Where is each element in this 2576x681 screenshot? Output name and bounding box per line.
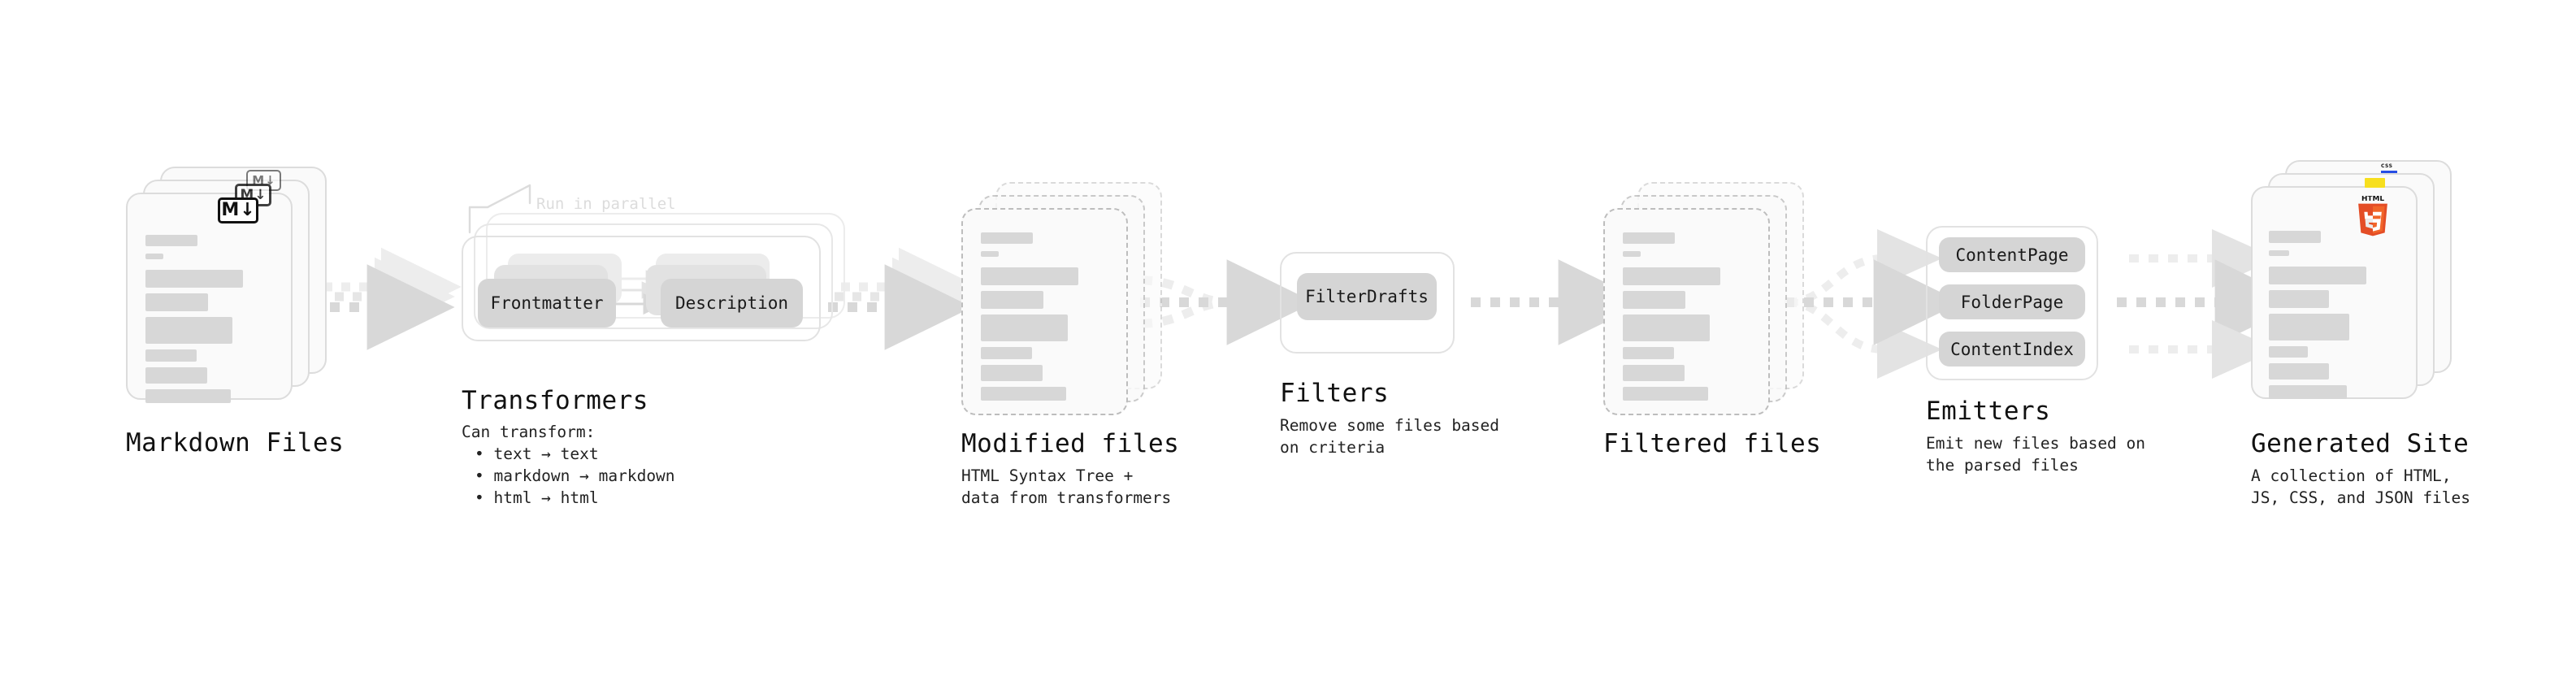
filter-node-label: FilterDrafts <box>1305 287 1429 306</box>
markdown-badge-arrow: ↓ <box>240 200 255 220</box>
stage-title-filtered-files: Filtered files <box>1603 429 1822 458</box>
content-placeholder-lines <box>981 232 1126 408</box>
markdown-badge-arrow: ↓ <box>254 186 267 203</box>
markdown-badge-front: M ↓ <box>218 197 258 223</box>
transformers-bullet-1: • markdown → markdown <box>475 466 675 485</box>
content-placeholder-lines <box>1623 232 1768 408</box>
stage-title-emitters: Emitters <box>1926 397 2051 426</box>
content-placeholder-lines <box>145 235 291 410</box>
transformers-group-mid <box>474 223 833 329</box>
markdown-files-stack: M ↓ M ↓ M ↓ <box>126 167 329 410</box>
run-in-parallel-label: Run in parallel <box>536 195 676 213</box>
transformers-bullet-0: • text → text <box>475 445 599 463</box>
transformers-group-front <box>462 236 821 341</box>
emitter-node-label: ContentPage <box>1955 245 2069 265</box>
css3-badge-text: CSS <box>2381 163 2393 169</box>
filtered-files-stack <box>1603 182 1806 426</box>
emitter-node-folderpage[interactable]: FolderPage <box>1939 284 2085 319</box>
stage-title-transformers: Transformers <box>462 386 648 415</box>
modified-files-stack <box>961 182 1164 426</box>
markdown-file-sheet-front <box>126 193 293 403</box>
content-placeholder-lines <box>2269 231 2416 406</box>
filters-group-box <box>1280 252 1455 354</box>
emitter-node-contentpage[interactable]: ContentPage <box>1939 237 2085 272</box>
transformer-node-description[interactable]: Description <box>661 279 803 327</box>
connector-emitters-to-site <box>2117 229 2303 379</box>
markdown-badge-letter: M <box>221 200 240 220</box>
generated-site-subtitle: A collection of HTML, JS, CSS, and JSON … <box>2251 466 2471 507</box>
filtered-file-sheet-front <box>1603 208 1770 415</box>
svg-text:HTML: HTML <box>2361 196 2384 203</box>
generated-file-sheet-html <box>2251 186 2418 399</box>
emitter-node-contentindex[interactable]: ContentIndex <box>1939 332 2085 367</box>
transformers-bullet-2: • html → html <box>475 488 599 507</box>
filter-node-filterdrafts[interactable]: FilterDrafts <box>1297 273 1437 320</box>
stage-title-filters: Filters <box>1280 379 1390 408</box>
emitter-node-label: ContentIndex <box>1950 339 2074 359</box>
transformers-subtitle: Can transform: <box>462 423 596 441</box>
emitters-group-box <box>1926 226 2098 380</box>
emitter-node-label: FolderPage <box>1960 292 2064 312</box>
transformer-node-label: Frontmatter <box>490 293 604 313</box>
stage-title-markdown-files: Markdown Files <box>126 428 345 458</box>
stage-title-generated-site: Generated Site <box>2251 429 2470 458</box>
modified-files-subtitle: HTML Syntax Tree + data from transformer… <box>961 466 1172 507</box>
css3-badge: CSS <box>2381 163 2397 173</box>
javascript-badge <box>2365 178 2385 188</box>
filters-subtitle: Remove some files based on criteria <box>1280 416 1500 457</box>
transformer-node-label: Description <box>674 293 789 313</box>
generated-site-stack: CSS HTML <box>2251 160 2454 412</box>
css3-badge-bar <box>2381 171 2397 173</box>
markdown-badge-arrow: ↓ <box>265 172 275 188</box>
html5-badge: HTML <box>2353 195 2393 245</box>
html5-shield-icon: HTML <box>2358 195 2387 236</box>
markdown-badge-letter: M <box>252 172 265 188</box>
emitters-subtitle: Emit new files based on the parsed files <box>1926 434 2146 475</box>
modified-file-sheet-front <box>961 208 1128 415</box>
transformer-node-frontmatter[interactable]: Frontmatter <box>478 279 616 327</box>
stage-title-modified-files: Modified files <box>961 429 1180 458</box>
